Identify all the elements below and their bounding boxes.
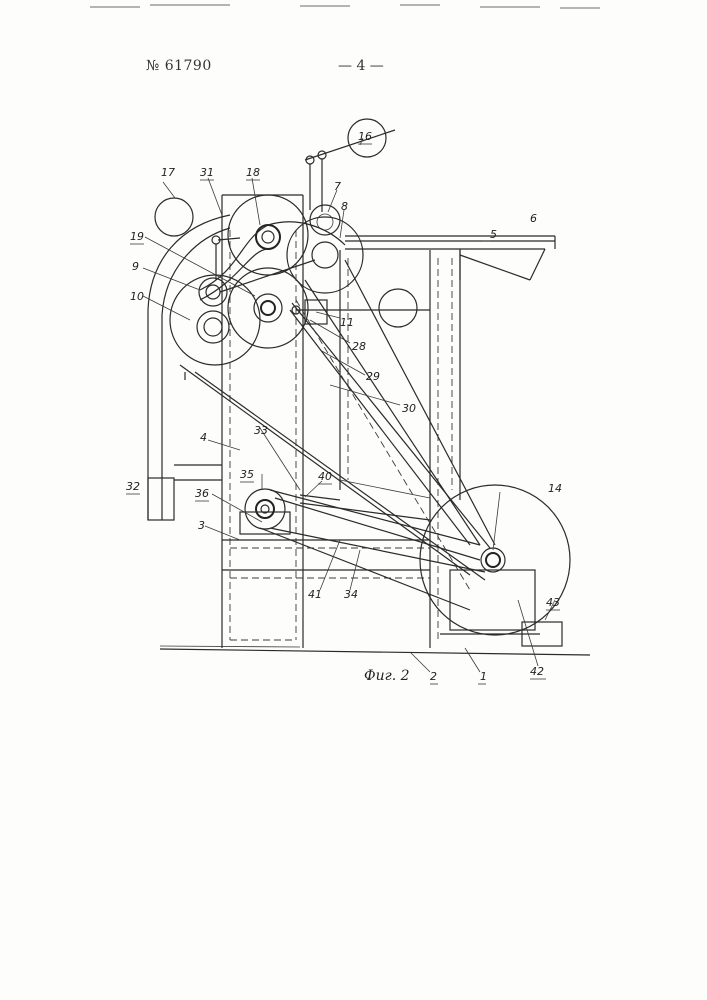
belts bbox=[180, 260, 495, 610]
scan-marks bbox=[90, 5, 600, 8]
label-43: 43 bbox=[546, 596, 560, 609]
label-6: 6 bbox=[530, 212, 537, 225]
drive-pulley bbox=[240, 489, 290, 534]
label-8: 8 bbox=[341, 200, 348, 213]
label-36: 36 bbox=[195, 487, 209, 500]
label-19: 19 bbox=[130, 230, 144, 243]
label-32: 32 bbox=[126, 480, 140, 493]
floor bbox=[160, 646, 590, 655]
label-31: 31 bbox=[200, 166, 214, 179]
label-1: 1 bbox=[480, 670, 487, 683]
label-34: 34 bbox=[344, 588, 358, 601]
label-7: 7 bbox=[334, 180, 341, 193]
part-labels: 17 31 18 16 7 8 5 6 19 9 10 11 28 29 30 … bbox=[126, 130, 562, 684]
label-11: 11 bbox=[340, 316, 354, 329]
label-40: 40 bbox=[318, 470, 332, 483]
label-42: 42 bbox=[530, 665, 544, 678]
label-33: 33 bbox=[254, 424, 268, 437]
label-17: 17 bbox=[161, 166, 175, 179]
label-2: 2 bbox=[430, 670, 437, 683]
label-3: 3 bbox=[198, 519, 205, 532]
label-30: 30 bbox=[402, 402, 416, 415]
label-5: 5 bbox=[490, 228, 497, 241]
lever-assembly bbox=[155, 119, 430, 327]
label-35: 35 bbox=[240, 468, 254, 481]
label-41: 41 bbox=[308, 588, 322, 601]
figure-caption: Фиг. 2 bbox=[364, 668, 410, 684]
label-9: 9 bbox=[132, 260, 139, 273]
label-10: 10 bbox=[130, 290, 144, 303]
feed-table bbox=[345, 236, 555, 280]
label-4: 4 bbox=[200, 431, 207, 444]
label-18: 18 bbox=[246, 166, 260, 179]
label-14: 14 bbox=[548, 482, 562, 495]
label-16: 16 bbox=[358, 130, 372, 143]
label-29: 29 bbox=[366, 370, 380, 383]
label-28: 28 bbox=[352, 340, 366, 353]
drum-assembly bbox=[170, 195, 363, 365]
